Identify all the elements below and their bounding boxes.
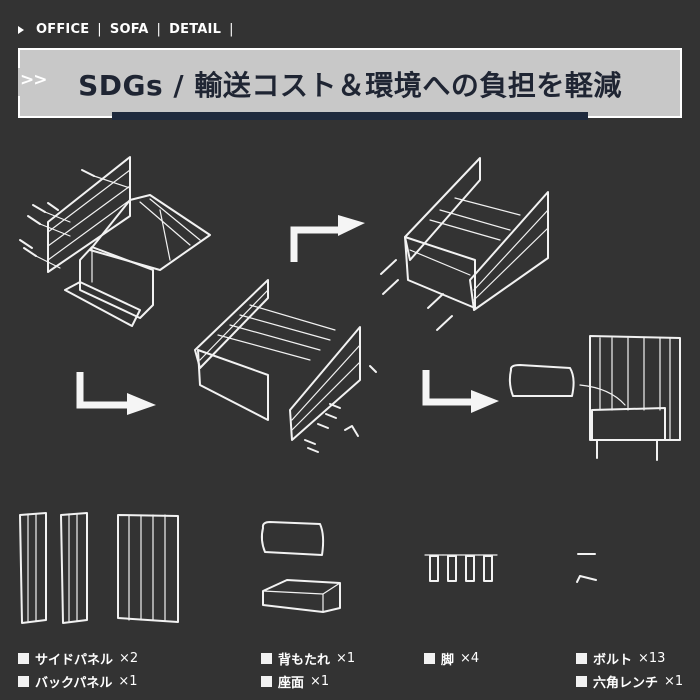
part-label-hex-wrench: 六角レンチ ×1 [576, 672, 683, 691]
part-label-side-panel: サイドパネル ×2 [18, 649, 138, 668]
arrow-right-icon [290, 215, 365, 262]
square-bullet-icon [18, 653, 29, 664]
square-bullet-icon [424, 653, 435, 664]
breadcrumb-separator: | [229, 22, 234, 37]
side-panel-part-illustration [19, 512, 88, 624]
part-label-legs: 脚 ×4 [424, 649, 479, 668]
back-panel-part-illustration [117, 514, 179, 623]
arrow-right-icon [76, 372, 156, 415]
page-title: SDGs / 輸送コスト＆環境への負担を軽減 [78, 69, 622, 102]
border-gap [18, 68, 22, 96]
legs-part-illustration [424, 554, 498, 582]
part-label-back-panel: バックパネル ×1 [18, 672, 138, 691]
breadcrumb: OFFICE | SOFA | DETAIL | [18, 22, 236, 37]
backrest-part-illustration [260, 521, 325, 556]
step3-assembly-illustration [380, 157, 549, 331]
breadcrumb-item-sofa[interactable]: SOFA [109, 22, 149, 37]
square-bullet-icon [18, 676, 29, 687]
square-bullet-icon [576, 676, 587, 687]
breadcrumb-item-detail[interactable]: DETAIL [169, 22, 222, 37]
square-bullet-icon [261, 653, 272, 664]
title-underline-bar [112, 112, 588, 120]
part-label-seat: 座面 ×1 [261, 672, 329, 691]
hex-wrench-part-illustration [576, 575, 597, 583]
step4-assembly-illustration [508, 335, 681, 461]
square-bullet-icon [576, 653, 587, 664]
step2-assembly-illustration [194, 279, 377, 453]
seat-part-illustration [262, 579, 341, 613]
step1-assembly-illustration [19, 156, 211, 327]
part-label-bolts: ボルト ×13 [576, 649, 665, 668]
arrow-right-icon [422, 370, 499, 413]
triangle-bullet-icon [18, 25, 24, 34]
square-bullet-icon [261, 676, 272, 687]
breadcrumb-item-office[interactable]: OFFICE [36, 22, 90, 37]
part-label-backrest: 背もたれ ×1 [261, 649, 355, 668]
double-chevron-icon: >> [20, 70, 47, 90]
breadcrumb-separator: | [97, 22, 102, 37]
breadcrumb-separator: | [156, 22, 162, 37]
